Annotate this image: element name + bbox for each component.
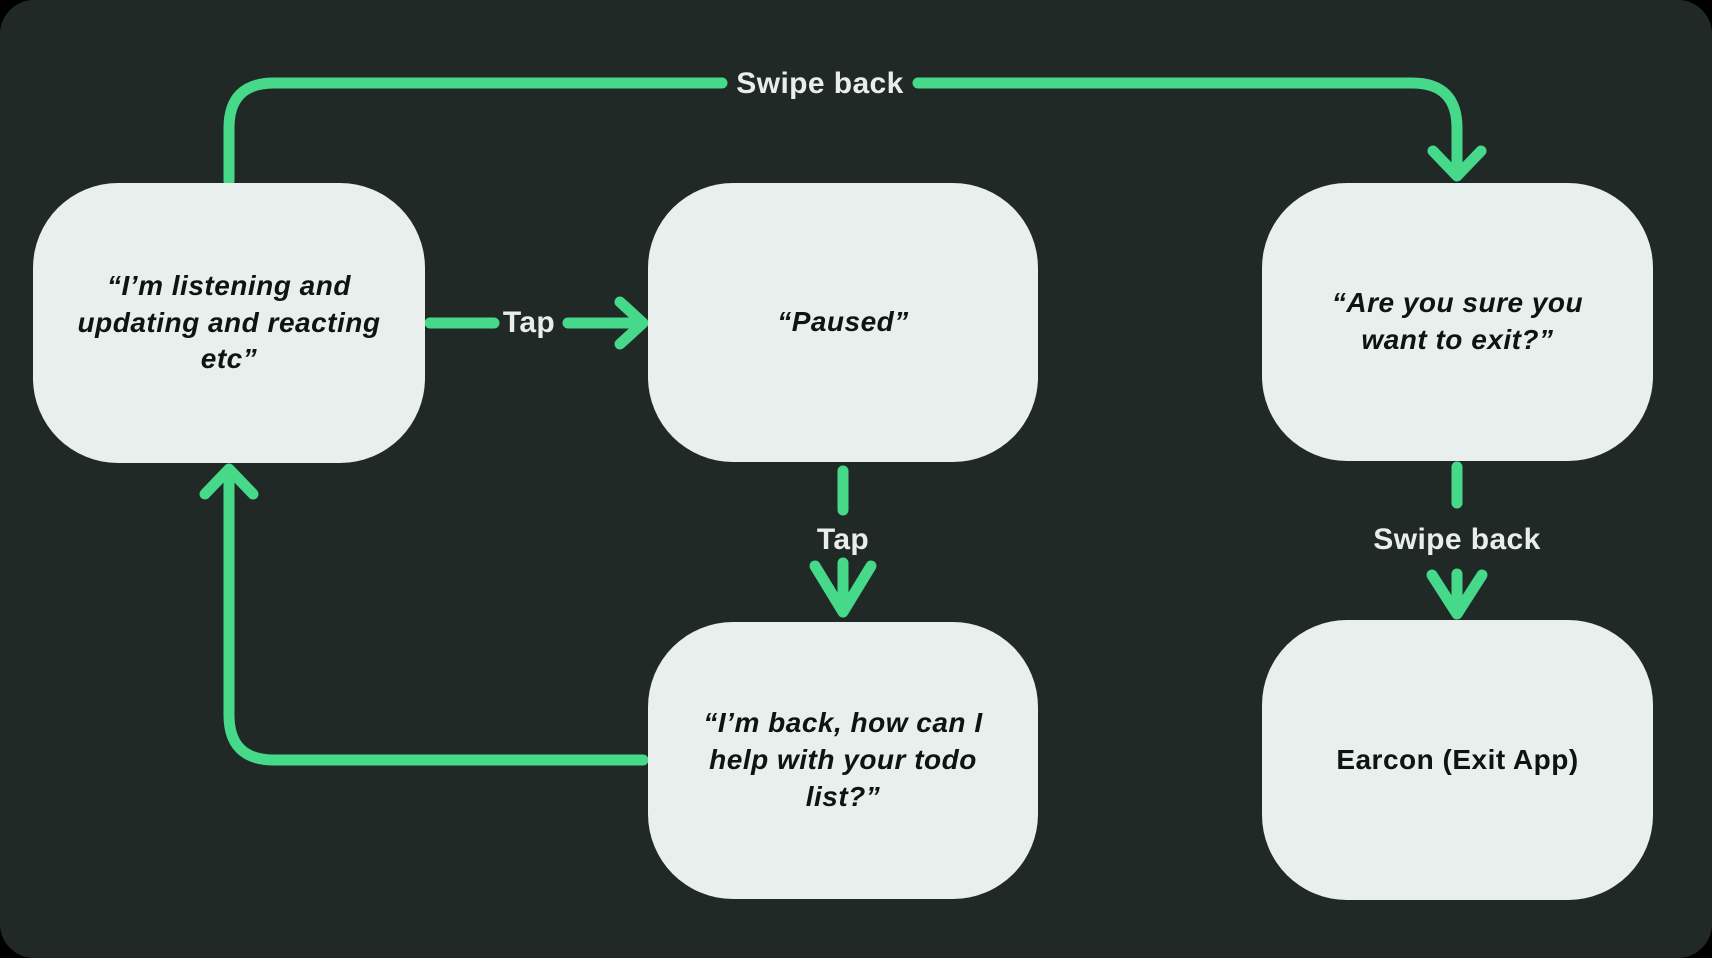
arrowhead-up-into-listening	[199, 463, 259, 500]
node-back-help-state: “I’m back, how can I help with your todo…	[648, 622, 1038, 899]
arrowhead-down-into-confirm	[1427, 145, 1487, 182]
edge-loop-back	[199, 463, 649, 766]
arrowhead-down-into-earcon	[1426, 569, 1488, 620]
edge-label-swipe-back-right: Swipe back	[1373, 523, 1541, 556]
edge-loop-back-segment	[223, 466, 649, 766]
edge-tap-vertical	[809, 465, 877, 618]
edge-swipe-back-vertical	[1426, 461, 1488, 620]
node-earcon-exit-text: Earcon (Exit App)	[1336, 743, 1579, 775]
node-back-help-text: “I’m back, how can I help with your todo…	[703, 707, 983, 812]
edge-tap-horizontal	[424, 296, 649, 350]
node-paused-text: “Paused”	[777, 306, 909, 338]
arrowhead-down-into-back-help	[809, 560, 877, 618]
edge-swipe-back-top-left-segment	[223, 77, 728, 187]
node-confirm-exit-state: “Are you sure you want to exit?”	[1262, 183, 1653, 461]
node-listening-text: “I’m listening and updating and reacting…	[77, 269, 381, 375]
edge-label-swipe-back-top: Swipe back	[736, 67, 904, 100]
node-paused-state: “Paused”	[648, 183, 1038, 462]
arrowhead-right-into-paused	[614, 296, 649, 350]
edge-swipe-back-top-right-segment	[912, 77, 1463, 180]
node-earcon-exit-state: Earcon (Exit App)	[1262, 620, 1653, 900]
edge-swipe-back-top	[223, 77, 1487, 187]
edge-label-tap-right: Tap	[502, 306, 556, 339]
node-listening-state: “I’m listening and updating and reacting…	[33, 183, 425, 463]
edge-label-tap-down: Tap	[816, 523, 870, 556]
node-confirm-exit-text: “Are you sure you want to exit?”	[1331, 287, 1584, 355]
